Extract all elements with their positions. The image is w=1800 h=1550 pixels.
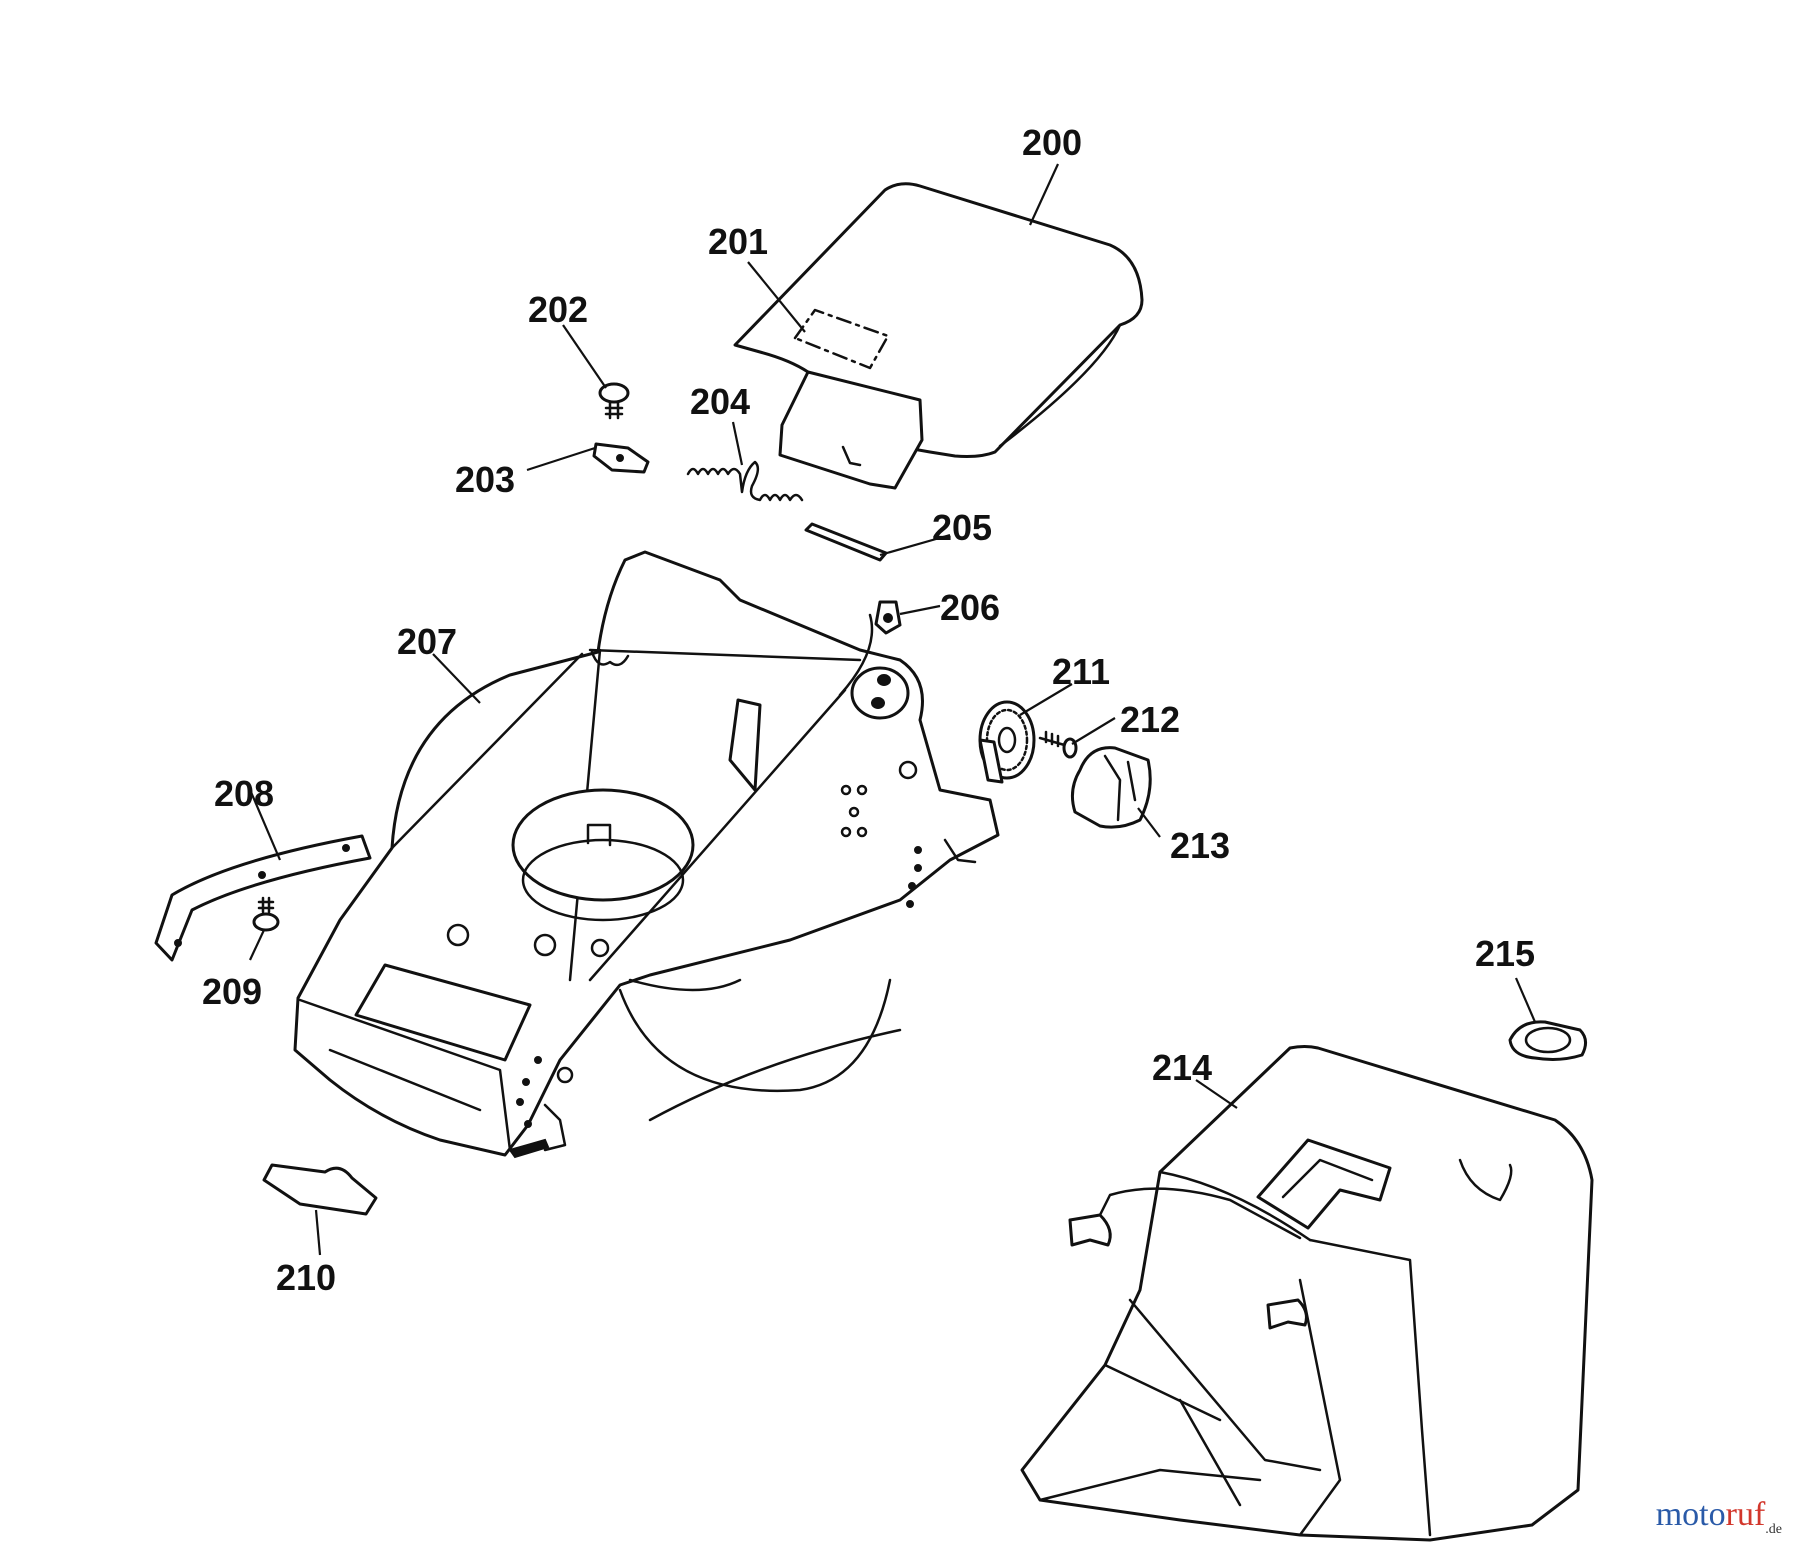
part-201-decal[interactable] — [793, 308, 890, 370]
label-206: 206 — [940, 587, 1000, 628]
label-215: 215 — [1475, 933, 1535, 974]
part-214-grass-catcher[interactable] — [1020, 1045, 1594, 1542]
label-203: 203 — [455, 459, 515, 500]
label-201: 201 — [708, 221, 768, 262]
label-208: 208 — [214, 773, 274, 814]
label-204: 204 — [690, 381, 750, 422]
part-204-spring[interactable] — [686, 460, 804, 502]
part-202-screw[interactable] — [598, 382, 630, 420]
label-205: 205 — [932, 507, 992, 548]
part-208-trim-strip[interactable] — [154, 834, 372, 962]
part-203-clip[interactable] — [592, 442, 650, 474]
label-200: 200 — [1022, 122, 1082, 163]
part-211-gear[interactable] — [978, 700, 1036, 784]
part-207-deck[interactable] — [293, 550, 1000, 1159]
part-210-plate[interactable] — [262, 1163, 378, 1216]
label-207: 207 — [397, 621, 457, 662]
label-202: 202 — [528, 289, 588, 330]
part-213-cap[interactable] — [1070, 746, 1152, 829]
watermark-part1: moto — [1655, 1496, 1726, 1534]
lid-hinge-flap — [778, 370, 924, 490]
label-214: 214 — [1152, 1047, 1212, 1088]
part-206-nut[interactable] — [874, 600, 902, 635]
leader-lines — [249, 163, 1537, 1256]
label-211: 211 — [1052, 651, 1110, 692]
part-205-pin[interactable] — [804, 522, 888, 562]
label-212: 212 — [1120, 699, 1180, 740]
part-209-screw[interactable] — [252, 896, 280, 932]
label-210: 210 — [276, 1257, 336, 1298]
label-213: 213 — [1170, 825, 1230, 866]
part-215-plug[interactable] — [1508, 1020, 1587, 1061]
part-212-screw[interactable] — [1038, 730, 1078, 759]
watermark-logo: motoruf.de — [1656, 1496, 1782, 1538]
watermark-suffix: .de — [1765, 1522, 1782, 1537]
watermark-part2: ruf — [1725, 1496, 1766, 1534]
label-209: 209 — [202, 971, 262, 1012]
